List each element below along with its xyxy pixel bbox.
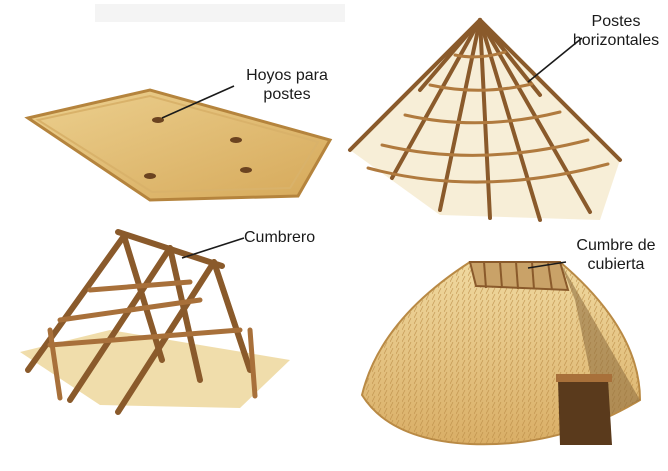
label-roof-ridge: Cumbre de cubierta <box>566 236 666 274</box>
post-hole <box>230 137 242 143</box>
label-post-holes-line1: Hoyos para <box>232 66 342 85</box>
label-post-holes-line2: postes <box>232 85 342 104</box>
hut-door <box>558 380 612 445</box>
label-ridge-pole: Cumbrero <box>244 228 315 247</box>
label-roof-ridge-line1: Cumbre de <box>566 236 666 255</box>
label-horizontal-posts-line1: Postes <box>566 12 666 31</box>
post-hole <box>144 173 156 179</box>
label-horizontal-posts: Postes horizontales <box>566 12 666 50</box>
label-post-holes: Hoyos para postes <box>232 66 342 104</box>
label-roof-ridge-line2: cubierta <box>566 255 666 274</box>
post-hole <box>240 167 252 173</box>
label-horizontal-posts-line2: horizontales <box>566 31 666 50</box>
ground-plot-illustration <box>28 90 330 200</box>
top-faint-bar <box>95 4 345 22</box>
thatched-hut-illustration <box>362 262 640 445</box>
aframe-illustration <box>20 232 290 412</box>
